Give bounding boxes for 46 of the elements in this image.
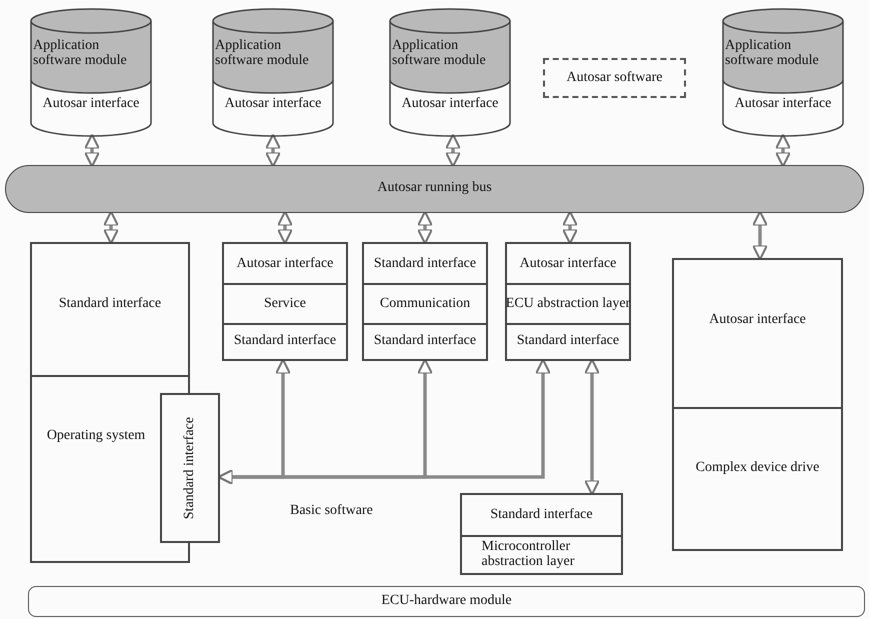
legend-text: Autosar software bbox=[566, 70, 663, 86]
double-arrow bbox=[276, 210, 294, 244]
layer-stack-box bbox=[460, 493, 623, 575]
layer-label: Microcontroller abstraction layer bbox=[482, 540, 576, 570]
double-arrow bbox=[444, 134, 462, 168]
layer-label: Standard interface bbox=[490, 508, 593, 523]
double-arrow bbox=[416, 210, 434, 244]
interface-label: Autosar interface bbox=[734, 96, 832, 112]
double-arrow bbox=[752, 210, 768, 260]
layer-label: Communication bbox=[380, 296, 470, 312]
module-title: Application software module bbox=[33, 39, 128, 69]
layer-label: Standard interface bbox=[374, 256, 476, 272]
layer-stack-box bbox=[505, 242, 631, 361]
layer-label: Standard interface bbox=[58, 296, 162, 312]
double-arrow bbox=[264, 134, 282, 168]
layer-stack-box bbox=[222, 242, 348, 361]
interface-label: Standard interface bbox=[182, 416, 198, 520]
module-title: Application software module bbox=[725, 39, 820, 69]
bus-band bbox=[5, 165, 864, 213]
layer-stack-box bbox=[362, 242, 488, 361]
dashed-legend-box bbox=[543, 58, 686, 98]
double-arrow bbox=[774, 134, 792, 168]
layer-label: Autosar interface bbox=[520, 256, 616, 272]
layer-label: Autosar interface bbox=[709, 312, 806, 328]
interface-label: Autosar interface bbox=[402, 96, 498, 112]
module-title: Application software module bbox=[215, 39, 310, 69]
layer-label: Autosar interface bbox=[236, 256, 334, 272]
module-title: Application software module bbox=[392, 39, 487, 69]
double-arrow bbox=[102, 210, 120, 244]
layer-label: Complex device drive bbox=[696, 460, 820, 476]
bus-label: Autosar running bus bbox=[377, 181, 492, 196]
interface-label: Autosar interface bbox=[42, 96, 140, 112]
hardware-label: ECU-hardware module bbox=[381, 594, 512, 608]
layer-label: Service bbox=[264, 296, 306, 312]
layer-label: Standard interface bbox=[374, 334, 476, 349]
double-arrow bbox=[584, 358, 600, 496]
layer-label: Standard interface bbox=[516, 334, 620, 349]
interface-label: Autosar interface bbox=[224, 96, 322, 112]
double-arrow bbox=[84, 134, 100, 168]
layer-label: Standard interface bbox=[234, 334, 336, 349]
region-label: Basic software bbox=[290, 503, 373, 519]
interface-box bbox=[160, 393, 220, 543]
layer-stack-box bbox=[672, 258, 843, 551]
layer-label: Operating system bbox=[46, 428, 146, 444]
double-arrow bbox=[562, 210, 578, 244]
hardware-band bbox=[28, 586, 865, 617]
